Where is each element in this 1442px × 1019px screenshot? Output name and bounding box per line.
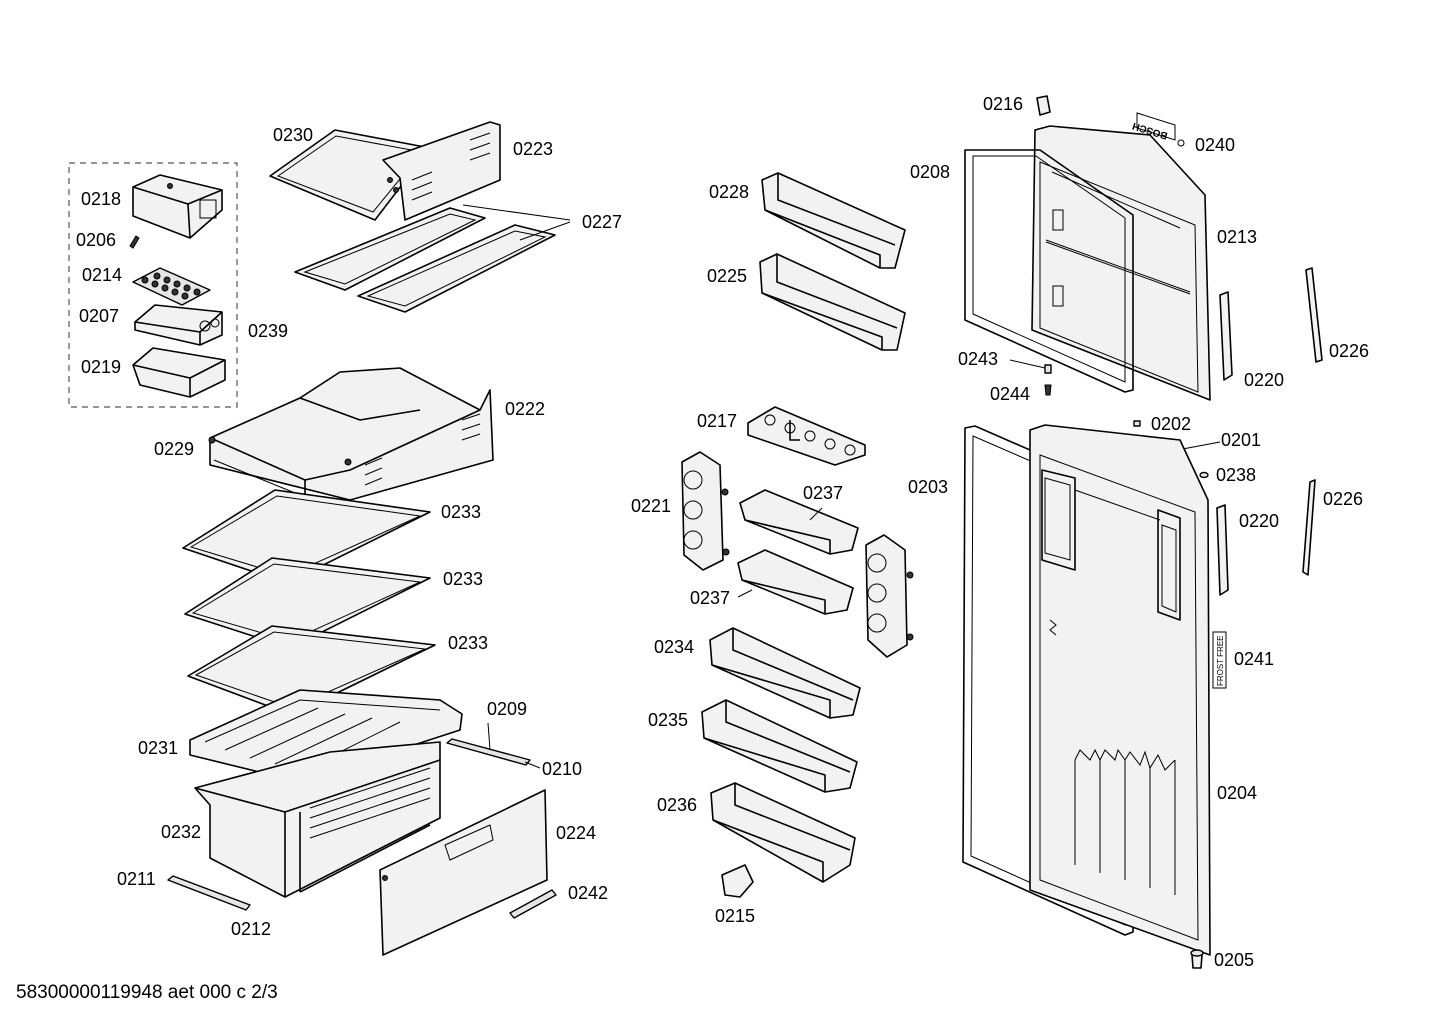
part-0225-door-balcony	[759, 253, 906, 351]
label-0210: 0210	[542, 759, 582, 779]
label-0238: 0238	[1216, 465, 1256, 485]
label-0239: 0239	[248, 321, 288, 341]
part-0240-freezer-door	[1031, 125, 1211, 401]
part-0206-clip	[129, 235, 140, 249]
part-0208-door-gasket	[964, 149, 1134, 393]
label-0205: 0205	[1214, 950, 1254, 970]
label-0211: 0211	[117, 869, 156, 889]
part-0214-ice-cube-tray	[132, 267, 211, 306]
part-0217-egg-tray	[747, 406, 866, 466]
label-0216: 0216	[983, 94, 1023, 114]
part-0202-pin	[1133, 420, 1141, 427]
part-0224-drawer-front	[379, 789, 548, 956]
part-0223-air-duct-cover	[382, 121, 501, 221]
label-0212: 0212	[231, 919, 271, 939]
part-0204-fridge-door	[1029, 424, 1211, 956]
label-0233-b: 0233	[443, 569, 483, 589]
part-0221-bottle-holder-left	[681, 451, 730, 571]
part-0234-door-balcony	[709, 627, 861, 719]
label-0244: 0244	[990, 384, 1030, 404]
part-0237-door-tray-1	[739, 489, 859, 555]
label-0217: 0217	[697, 411, 737, 431]
part-0207-ice-bank	[134, 304, 223, 346]
part-0231-crisper-cover	[189, 689, 463, 783]
label-0237-b: 0237	[690, 588, 730, 608]
part-0227-glass-covers	[294, 207, 556, 313]
label-0204: 0204	[1217, 783, 1257, 803]
label-0221: 0221	[631, 496, 671, 516]
part-0236-door-balcony	[710, 782, 856, 883]
part-0216-cap	[1036, 95, 1051, 116]
part-0221-bottle-holder-right	[865, 534, 914, 658]
label-0241: 0241	[1234, 649, 1274, 669]
label-0203: 0203	[908, 477, 948, 497]
label-0220-b: 0220	[1239, 511, 1279, 531]
label-0224: 0224	[556, 823, 596, 843]
part-0226-upper-trim	[1305, 267, 1323, 363]
label-0218: 0218	[81, 189, 121, 209]
label-0215: 0215	[715, 906, 755, 926]
label-0213: 0213	[1217, 227, 1257, 247]
label-0230: 0230	[273, 125, 313, 145]
part-0232-vegetable-drawer	[194, 741, 441, 898]
label-0222: 0222	[505, 399, 545, 419]
part-0228-door-balcony	[761, 172, 906, 269]
footer-document-id: 58300000119948 aet 000 c 2/3	[16, 982, 278, 1003]
label-0233-a: 0233	[441, 502, 481, 522]
label-0232: 0232	[161, 822, 201, 842]
label-0226-b: 0226	[1323, 489, 1363, 509]
label-0228: 0228	[709, 182, 749, 202]
label-0209: 0209	[487, 699, 527, 719]
part-0211-drawer-rail	[167, 875, 251, 911]
part-0220-upper-handle	[1219, 291, 1233, 381]
accessory-group-box	[68, 162, 238, 408]
part-0222-crisper-cover-assembly	[208, 367, 494, 501]
frost-free-label: FROST FREE	[1212, 631, 1227, 689]
part-0235-door-balcony	[701, 699, 858, 793]
part-0220-lower-handle	[1216, 504, 1229, 596]
part-0209-drawer-rail	[446, 738, 531, 766]
label-0242: 0242	[568, 883, 608, 903]
label-0233-c: 0233	[448, 633, 488, 653]
part-0237-door-tray-2	[737, 549, 854, 615]
part-0205-foot-screw	[1190, 949, 1204, 969]
part-0219-ice-bin	[132, 347, 226, 398]
label-0202: 0202	[1151, 414, 1191, 434]
part-0238-cap	[1199, 471, 1209, 479]
part-0218-ice-tray-housing	[132, 174, 223, 239]
part-0226-lower-trim	[1302, 479, 1316, 576]
part-0215-holder	[721, 864, 754, 898]
part-0244-screw	[1044, 384, 1052, 396]
label-0243: 0243	[958, 349, 998, 369]
part-0233-glass-shelf-3	[187, 625, 436, 716]
label-0214: 0214	[82, 265, 122, 285]
part-0243-pin	[1044, 364, 1052, 374]
label-0207: 0207	[79, 306, 119, 326]
label-0235: 0235	[648, 710, 688, 730]
label-0240: 0240	[1195, 135, 1235, 155]
label-0208: 0208	[910, 162, 950, 182]
label-0206: 0206	[76, 230, 116, 250]
label-0220-a: 0220	[1244, 370, 1284, 390]
part-0242-profile	[509, 889, 557, 919]
frost-free-text: FROST FREE	[1216, 635, 1225, 686]
label-0227: 0227	[582, 212, 622, 232]
label-0234: 0234	[654, 637, 694, 657]
label-0219: 0219	[81, 357, 121, 377]
label-0201: 0201	[1221, 430, 1261, 450]
label-0225: 0225	[707, 266, 747, 286]
label-0237-a: 0237	[803, 483, 843, 503]
label-0226-a: 0226	[1329, 341, 1369, 361]
label-0236: 0236	[657, 795, 697, 815]
label-0231: 0231	[138, 738, 178, 758]
label-0229: 0229	[154, 439, 194, 459]
label-0223: 0223	[513, 139, 553, 159]
